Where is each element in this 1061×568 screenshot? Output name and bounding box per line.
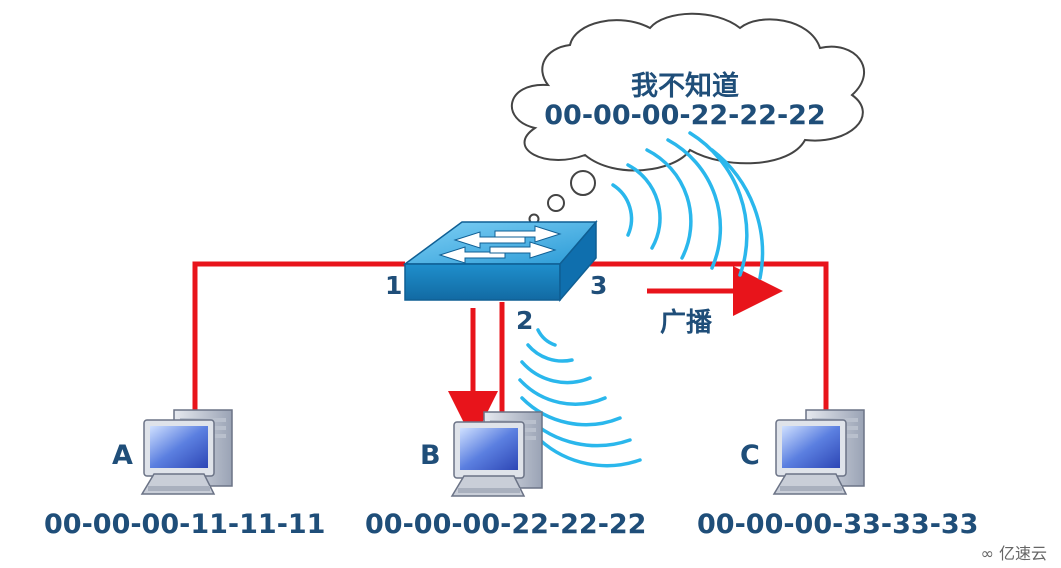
cloud-line-2: 00-00-00-22-22-22: [544, 100, 826, 131]
thought-cloud: [510, 12, 865, 225]
watermark-logo-icon: ∞: [980, 544, 994, 563]
wave-lower: [518, 328, 642, 468]
computer-icon-c: [773, 409, 865, 495]
host-c-mac: 00-00-00-33-33-33: [697, 509, 979, 540]
port-label-2: 2: [516, 306, 534, 335]
port-label-1: 1: [385, 271, 403, 300]
host-a-mac: 00-00-00-11-11-11: [44, 509, 326, 540]
wave-upper: [611, 131, 765, 280]
switch-icon: [402, 219, 598, 303]
link-port1-host-a: [192, 261, 405, 412]
watermark: ∞ 亿速云: [981, 540, 1047, 564]
host-a-letter: A: [112, 440, 133, 471]
links: [192, 261, 829, 414]
link-port3-host-c: [590, 261, 829, 412]
host-c-letter: C: [740, 440, 760, 471]
computer-icon-b: [451, 411, 543, 497]
host-b-letter: B: [420, 440, 441, 471]
port-label-3: 3: [590, 271, 608, 300]
computer-icon-a: [141, 409, 233, 495]
watermark-text: 亿速云: [998, 544, 1047, 563]
broadcast-label: 广播: [660, 308, 713, 338]
cloud-line-1: 我不知道: [631, 71, 739, 102]
host-b-mac: 00-00-00-22-22-22: [365, 509, 647, 540]
